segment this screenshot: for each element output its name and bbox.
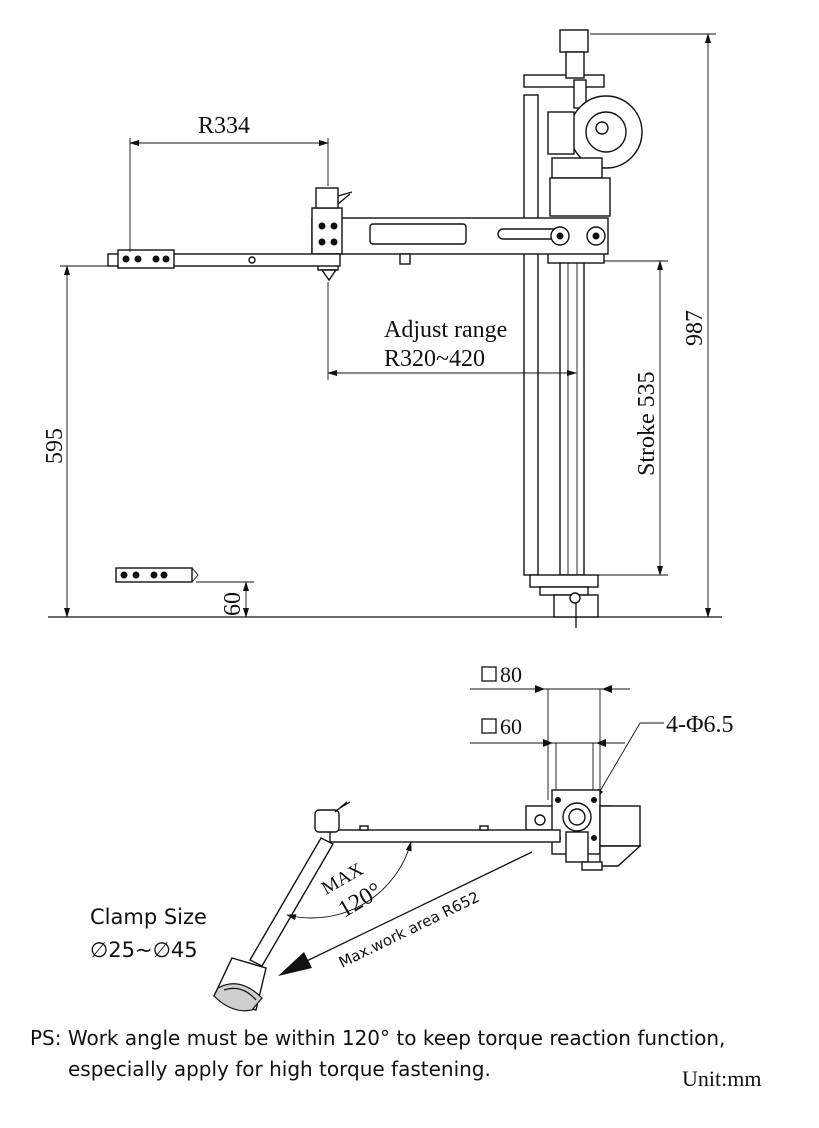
dimension-square-60: 60 xyxy=(470,714,625,800)
dimension-r334: R334 xyxy=(129,113,329,252)
dimension-adjust-range: Adjust range R320~420 xyxy=(327,282,577,380)
clamp-size-range: ∅25~∅45 xyxy=(90,938,198,962)
ps-note-line1: PS: Work angle must be within 120° to ke… xyxy=(30,1026,726,1050)
top-horizontal-arm xyxy=(314,801,561,843)
side-view: R334 Adjust range R320~420 Stroke 535 98… xyxy=(42,29,722,628)
dimension-595: 595 xyxy=(42,265,112,618)
top-view: 80 60 4-Φ6.5 xyxy=(90,662,734,1012)
vertical-column xyxy=(523,94,599,628)
label-square-60: 60 xyxy=(500,714,522,739)
label-square-80: 80 xyxy=(500,662,522,687)
dimension-60: 60 xyxy=(196,581,254,618)
label-adjust-value: R320~420 xyxy=(384,346,485,372)
dimension-total-height: 987 xyxy=(590,33,716,618)
top-angled-arm xyxy=(249,837,334,967)
label-60: 60 xyxy=(220,592,246,616)
label-595: 595 xyxy=(42,428,68,464)
dimension-stroke: Stroke 535 xyxy=(598,260,668,576)
clamp-size-title: Clamp Size xyxy=(90,905,207,929)
callout-bolt-holes: 4-Φ6.5 xyxy=(595,712,734,799)
clamp-holder xyxy=(213,957,267,1012)
extension-arm-lower xyxy=(115,567,199,583)
top-base-assembly xyxy=(525,789,642,871)
extension-arm-upper xyxy=(107,249,341,269)
label-r334: R334 xyxy=(198,113,250,139)
label-adjust-range: Adjust range xyxy=(384,317,507,343)
ps-note-line2: especially apply for high torque fasteni… xyxy=(68,1057,491,1081)
label-stroke: Stroke 535 xyxy=(634,371,660,476)
label-987: 987 xyxy=(682,310,708,346)
unit-label: Unit:mm xyxy=(682,1066,762,1091)
dimension-square-80: 80 xyxy=(470,662,630,800)
top-mechanism xyxy=(523,29,643,264)
label-bolt-holes: 4-Φ6.5 xyxy=(666,712,734,738)
